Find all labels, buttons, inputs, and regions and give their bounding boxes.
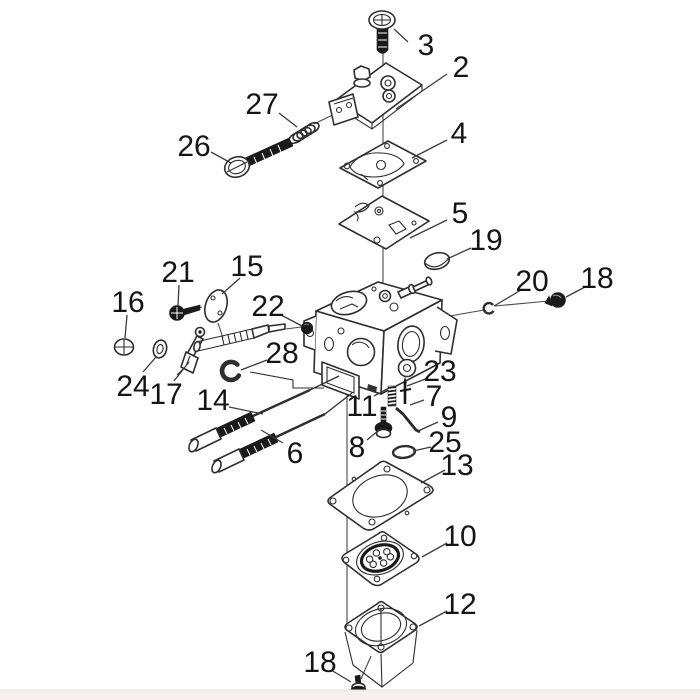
callout-18-bottom: 18	[303, 646, 336, 679]
carburetor-body	[249, 276, 458, 400]
callout-18-right: 18	[580, 262, 613, 295]
pump-gasket	[339, 140, 427, 189]
welch-plug	[423, 251, 451, 271]
throttle-plate	[203, 289, 229, 323]
callout-21: 21	[161, 256, 194, 289]
metering-gasket	[338, 195, 430, 250]
callout-2: 2	[453, 51, 470, 84]
callout-12: 12	[443, 588, 476, 621]
callout-16: 16	[111, 286, 144, 319]
footer-strip	[0, 689, 700, 700]
needle-screw-6	[211, 392, 353, 474]
callout-6: 6	[287, 437, 304, 470]
idle-screw-spring	[288, 121, 320, 145]
pump-cover-assembly	[328, 62, 423, 130]
callout-4: 4	[451, 117, 468, 150]
throttle-shaft	[193, 323, 286, 353]
inlet-needle	[399, 376, 412, 404]
shaft-plug	[300, 321, 314, 335]
shaft-washer	[152, 339, 168, 359]
callout-14: 14	[196, 384, 229, 417]
callout-7: 7	[426, 380, 443, 413]
callout-11: 11	[346, 390, 377, 423]
callout-9: 9	[441, 401, 458, 434]
callout-26: 26	[177, 130, 210, 163]
callout-13: 13	[440, 449, 473, 482]
metering-lever	[395, 406, 421, 434]
diaphragm-cover	[344, 600, 418, 688]
callout-5: 5	[452, 197, 469, 230]
callout-20: 20	[515, 265, 548, 298]
callout-27: 27	[245, 88, 278, 121]
callout-23: 23	[423, 355, 456, 388]
metering-diaphragm	[341, 530, 420, 587]
callout-8: 8	[349, 431, 366, 464]
e-clip	[219, 359, 242, 383]
callout-10: 10	[443, 520, 476, 553]
callout-19: 19	[469, 224, 502, 257]
callout-28: 28	[265, 337, 298, 370]
retainer-ring	[482, 301, 495, 315]
diaphragm-gasket	[327, 460, 434, 531]
pump-cover-screw	[368, 10, 396, 54]
callout-25: 25	[428, 426, 461, 459]
shaft-nut	[113, 338, 135, 356]
idle-adjust-screw	[223, 137, 294, 179]
o-ring	[391, 444, 417, 460]
metering-spring	[387, 385, 397, 407]
needle-screw-14	[188, 375, 340, 453]
throttle-plate-screw	[169, 304, 201, 321]
leader-lines	[124, 28, 586, 683]
body-screw-right	[544, 292, 566, 308]
callout-24: 24	[116, 370, 149, 403]
callout-22: 22	[251, 290, 284, 323]
callout-3: 3	[418, 29, 435, 62]
callout-15: 15	[230, 250, 263, 283]
throttle-lever	[176, 326, 206, 376]
callout-17: 17	[149, 378, 182, 411]
lever-screw	[374, 406, 393, 439]
